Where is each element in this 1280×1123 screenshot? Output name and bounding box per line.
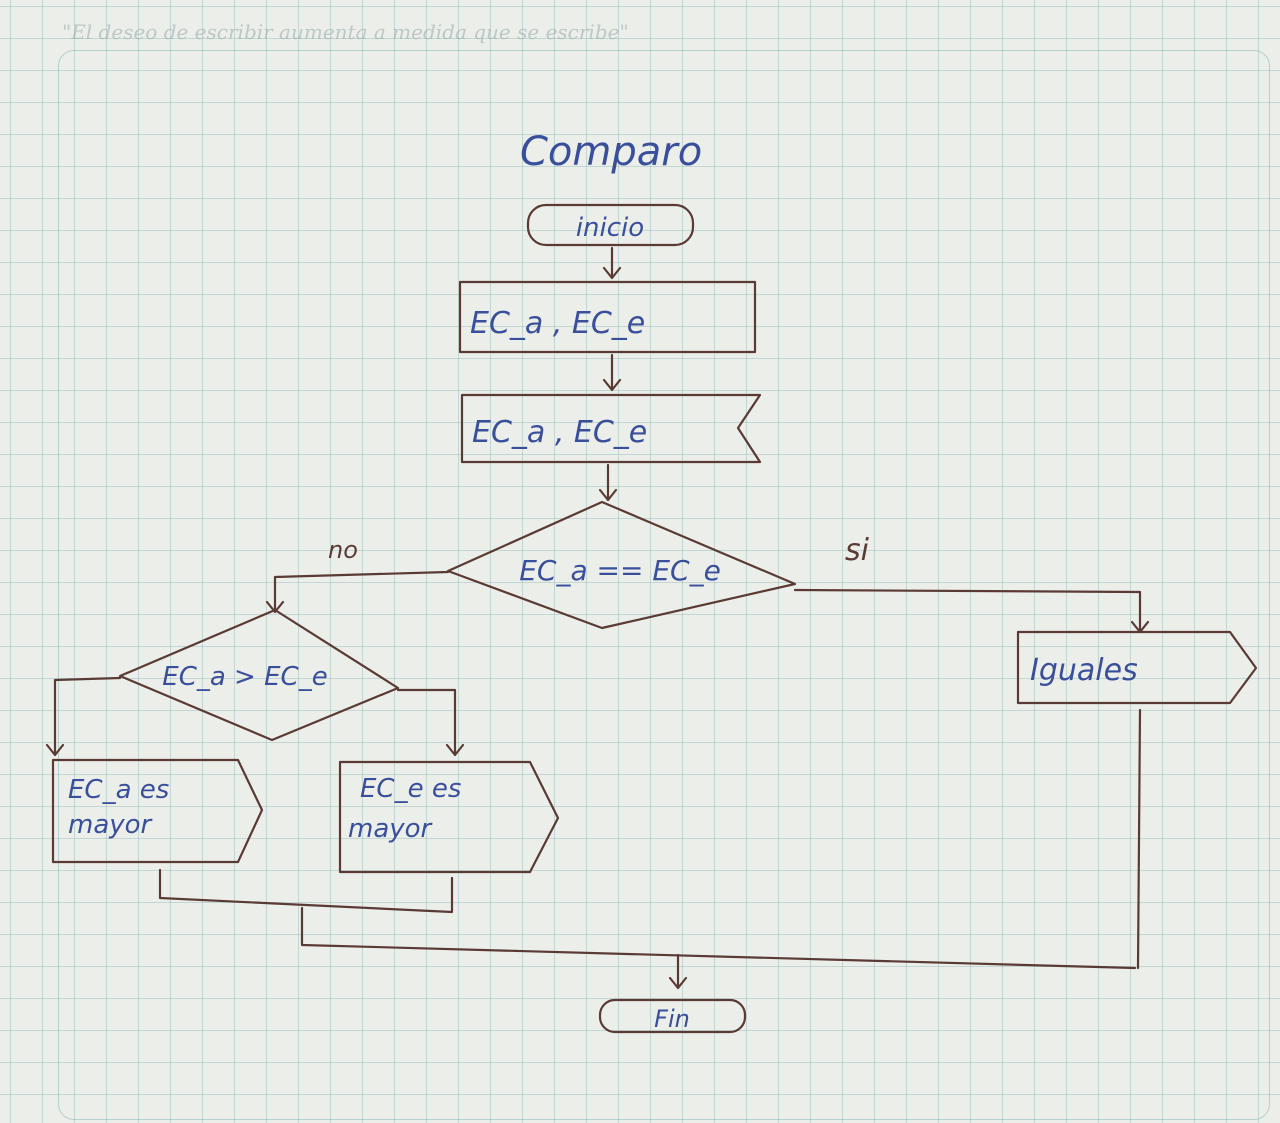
output-equal-box [1016, 630, 1258, 705]
merge-line-right [1136, 708, 1142, 970]
label-yes: si [845, 533, 870, 568]
header-quote: "El deseo de escribir aumenta a medida q… [62, 20, 629, 44]
output-e-line2: mayor [348, 814, 434, 844]
arrow-start-input [602, 246, 622, 280]
start-label: inicio [576, 213, 644, 243]
arrow-secondary-right [396, 688, 465, 757]
merge-line-inner [158, 868, 454, 914]
arrow-input-display [602, 353, 622, 392]
diagram-title: Comparo [520, 129, 702, 175]
decision-main-label: EC_a == EC_e [519, 554, 721, 587]
display-label: EC_a , EC_e [472, 415, 647, 450]
arrow-yes-branch [793, 588, 1150, 634]
display-box [460, 393, 762, 464]
decision-secondary-diamond [118, 608, 400, 742]
arrow-to-end [668, 953, 688, 990]
output-a-box [51, 758, 264, 864]
output-equal-label: Iguales [1030, 653, 1138, 688]
input-box [458, 280, 757, 354]
end-label: Fin [654, 1005, 690, 1033]
arrow-secondary-left [45, 676, 122, 757]
start-terminal [526, 203, 695, 247]
merge-line-outer [300, 906, 1137, 970]
label-no: no [328, 536, 358, 564]
arrow-display-decision [598, 463, 618, 502]
output-e-box [338, 760, 560, 874]
decision-secondary-label: EC_a > EC_e [162, 662, 327, 692]
margin-frame [58, 50, 1270, 1120]
input-label: EC_a , EC_e [470, 306, 645, 341]
decision-main-diamond [446, 500, 797, 630]
output-a-line1: EC_a es [68, 775, 169, 805]
end-terminal [598, 998, 747, 1034]
output-a-line2: mayor [68, 810, 154, 840]
output-e-line1: EC_e es [360, 774, 461, 804]
arrow-no-branch [265, 570, 450, 614]
